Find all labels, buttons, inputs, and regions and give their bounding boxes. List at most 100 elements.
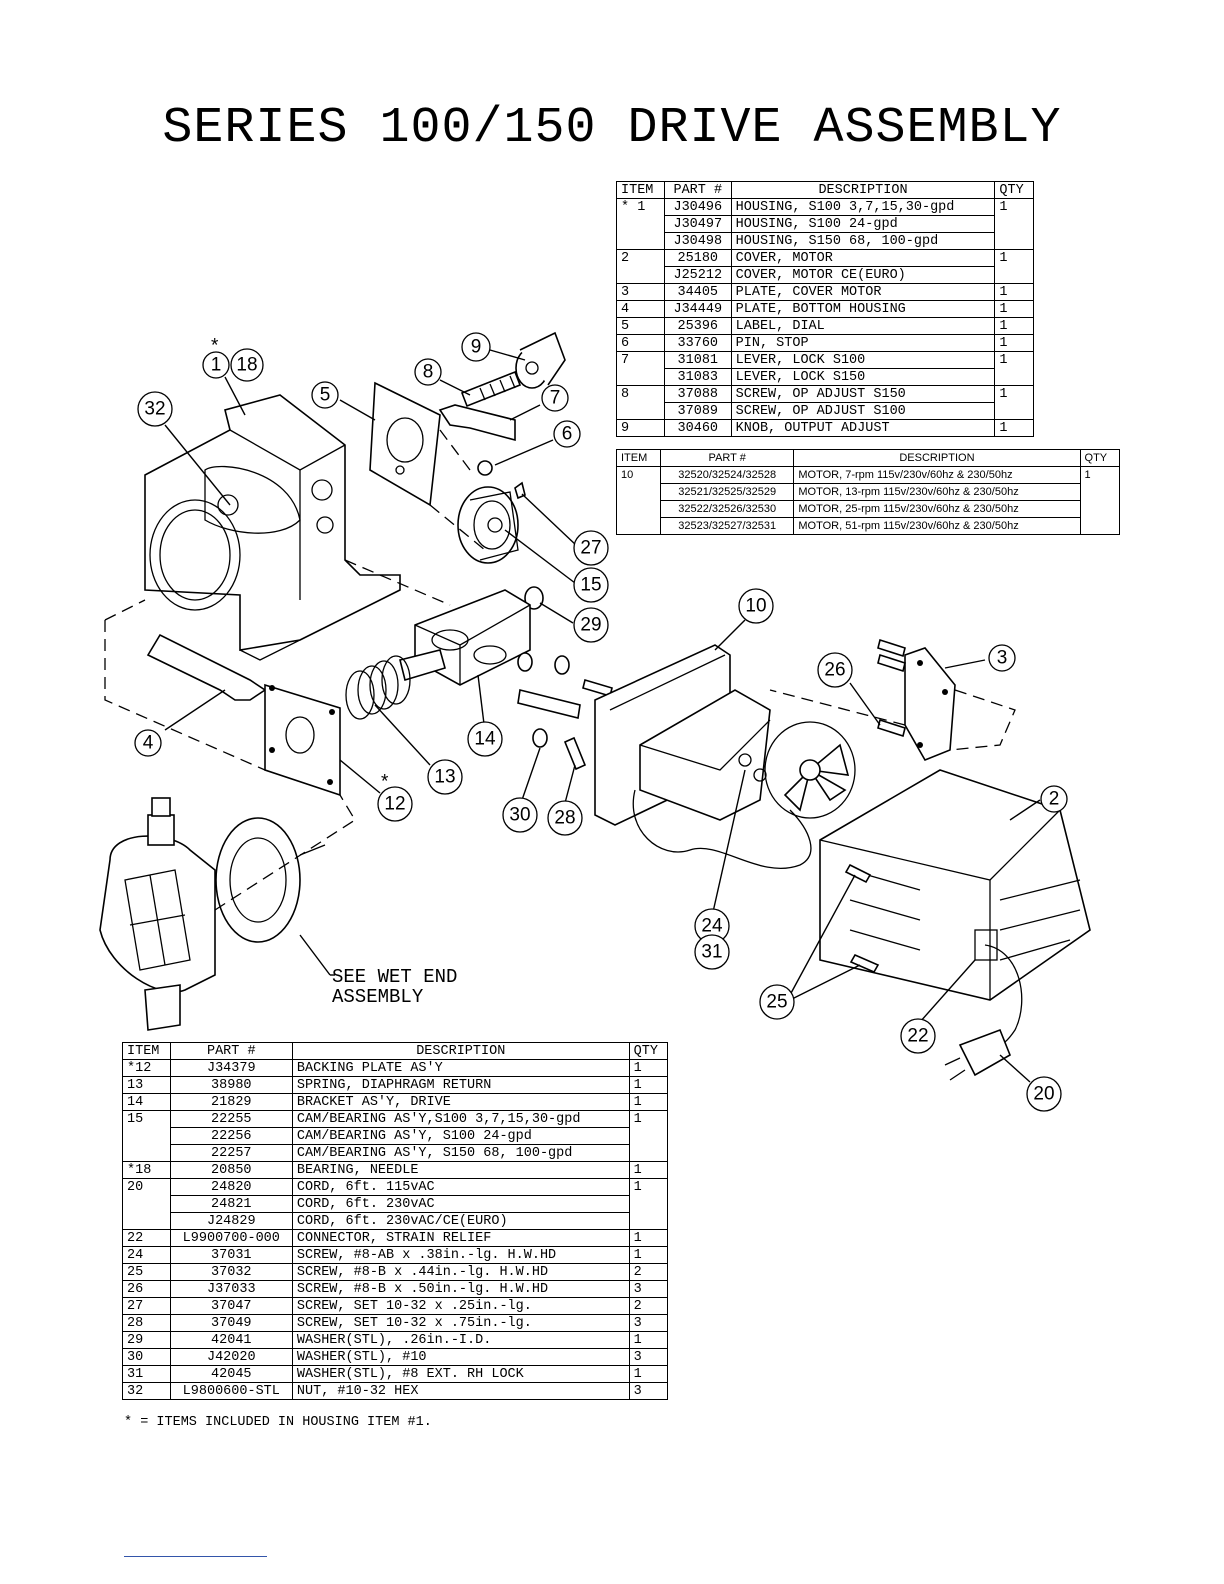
screw-part	[877, 718, 906, 738]
callout-label: 7	[550, 388, 561, 409]
dial-label-part	[369, 381, 441, 507]
callout-28: 28	[547, 800, 583, 836]
callout-2: 2	[1040, 785, 1068, 813]
callout-14: 14	[467, 721, 503, 757]
description-cell: MOTOR, 25-rpm 115v/230v/60hz & 230/50hz	[793, 500, 1081, 518]
callout-27: 27	[573, 530, 609, 566]
part-number-cell: 30460	[663, 419, 732, 437]
description-cell: CORD, 6ft. 230vAC	[291, 1195, 630, 1213]
item-cell: 15	[122, 1110, 171, 1128]
callout-7: 7	[541, 384, 569, 412]
asterisk-mark: *	[379, 772, 390, 794]
qty-cell: 1	[1079, 466, 1121, 484]
callout-label: 24	[701, 916, 723, 937]
qty-cell: 1	[628, 1076, 669, 1094]
callout-label: 30	[509, 805, 530, 826]
qty-cell	[628, 1195, 669, 1213]
description-cell: CONNECTOR, STRAIN RELIEF	[291, 1229, 630, 1247]
col-header-item: ITEM	[616, 181, 665, 199]
description-cell: LEVER, LOCK S100	[730, 351, 996, 369]
part-number-cell: 22256	[169, 1127, 293, 1145]
shaft-part	[517, 689, 581, 719]
qty-cell: 3	[628, 1382, 669, 1400]
screw-part	[877, 653, 906, 673]
leader-lines	[164, 349, 1041, 1083]
washer-part	[517, 652, 533, 672]
qty-cell	[1079, 500, 1121, 518]
item-cell: 32	[122, 1382, 171, 1400]
item-cell: 27	[122, 1297, 171, 1315]
cam-bearing-part	[457, 486, 519, 564]
callout-29: 29	[573, 607, 609, 643]
page-title: SERIES 100/150 DRIVE ASSEMBLY	[162, 100, 1062, 157]
callout-32: 32	[137, 391, 173, 427]
item-cell: 8	[616, 385, 665, 403]
part-number-cell: J30498	[663, 232, 732, 250]
screw-part	[849, 953, 880, 974]
callout-label: 32	[144, 399, 165, 420]
callout-label: 14	[474, 729, 496, 750]
part-number-cell: L9800600-STL	[169, 1382, 293, 1400]
callout-8: 8	[414, 358, 442, 386]
qty-cell	[1079, 483, 1121, 501]
output-knob-part	[515, 331, 566, 389]
description-cell: SCREW, #8-B x .44in.-lg. H.W.HD	[291, 1263, 630, 1281]
set-screw-part	[563, 736, 587, 771]
screw-part	[844, 863, 872, 884]
callout-label: 25	[766, 992, 787, 1013]
part-number-cell: 25180	[663, 249, 732, 267]
assembly-line	[344, 559, 451, 606]
washer-part	[524, 586, 544, 610]
qty-cell	[994, 215, 1034, 233]
part-number-cell: 37088	[663, 385, 732, 403]
callout-15: 15	[573, 567, 609, 603]
assembly-line	[949, 689, 1016, 751]
col-header-part: PART #	[169, 1042, 293, 1060]
callout-label: 3	[997, 648, 1008, 669]
item-cell: 7	[616, 351, 665, 369]
qty-cell: 1	[994, 385, 1034, 403]
item-cell: 22	[122, 1229, 171, 1247]
col-header-description: DESCRIPTION	[291, 1042, 630, 1060]
item-cell: 20	[122, 1178, 171, 1196]
screw-part	[877, 638, 906, 658]
cover-plate-part	[904, 647, 956, 762]
callout-1: 1	[202, 351, 230, 379]
item-cell: 24	[122, 1246, 171, 1264]
see-wet-end-label: ASSEMBLY	[332, 986, 424, 1008]
callout-3: 3	[988, 644, 1016, 672]
item-cell: *18	[122, 1161, 171, 1179]
description-cell: KNOB, OUTPUT ADJUST	[730, 419, 996, 437]
description-cell: MOTOR, 7-rpm 115v/230v/60hz & 230/50hz	[793, 466, 1081, 484]
callout-label: 8	[423, 362, 434, 383]
drive-bracket-part	[399, 589, 531, 686]
callout-26: 26	[817, 652, 853, 688]
part-number-cell: 42041	[169, 1331, 293, 1349]
item-cell: 13	[122, 1076, 171, 1094]
description-cell: COVER, MOTOR	[730, 249, 996, 267]
callout-label: 4	[143, 733, 154, 754]
col-header-qty: QTY	[994, 181, 1034, 199]
return-spring-part	[345, 655, 411, 720]
callout-label: 13	[434, 767, 455, 788]
callout-label: 6	[562, 424, 573, 445]
footnote: * = ITEMS INCLUDED IN HOUSING ITEM #1.	[124, 1415, 432, 1430]
callout-label: 1	[211, 355, 222, 376]
part-number-cell: 20850	[169, 1161, 293, 1179]
